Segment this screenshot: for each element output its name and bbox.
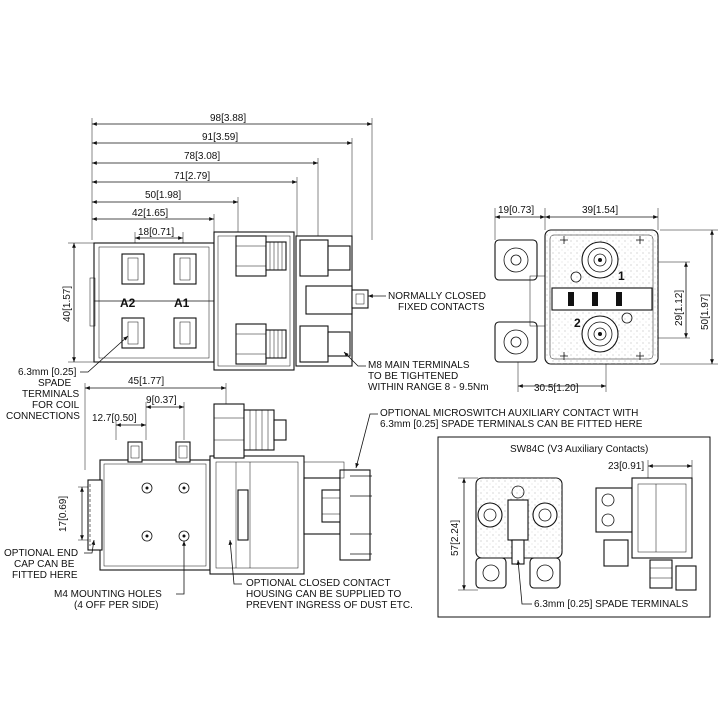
inset-sw84c: SW84C (V3 Auxiliary Contacts) 57[2.24] 2… bbox=[437, 436, 711, 618]
side-view-notes: OPTIONAL MICROSWITCH AUXILIARY CONTACT W… bbox=[4, 408, 643, 611]
dim-91: 91[3.59] bbox=[202, 132, 238, 143]
note-end-cap: OPTIONAL END CAP CAN BE FITTED HERE bbox=[4, 548, 81, 581]
dim-19: 19[0.73] bbox=[498, 205, 534, 216]
dim-71: 71[2.79] bbox=[174, 171, 210, 182]
note-m8-terminals: M8 MAIN TERMINALS TO BE TIGHTENED WITHIN… bbox=[368, 360, 489, 393]
dim-57: 57[2.24] bbox=[450, 520, 461, 556]
coil-label-a2: A2 bbox=[120, 296, 136, 310]
dim-29: 29[1.12] bbox=[674, 290, 685, 326]
dim-17: 17[0.69] bbox=[58, 496, 69, 532]
note-normally-closed: NORMALLY CLOSED FIXED CONTACTS bbox=[388, 291, 489, 313]
side-view-dimensions: 45[1.77] 9[0.37] 12.7[0.50] 17[0.69] bbox=[58, 376, 227, 541]
dim-23: 23[0.91] bbox=[608, 461, 644, 472]
coil-label-a1: A1 bbox=[174, 296, 190, 310]
dim-12-7: 12.7[0.50] bbox=[92, 413, 137, 424]
top-view-notes: 6.3mm [0.25] SPADE TERMINALS FOR COIL CO… bbox=[6, 291, 489, 422]
terminal-number-1: 1 bbox=[618, 269, 625, 283]
relay-top-view: A2 A1 bbox=[89, 231, 369, 371]
dim-9: 9[0.37] bbox=[146, 395, 177, 406]
relay-end-view: 1 2 bbox=[494, 229, 659, 365]
note-m4-holes: M4 MOUNTING HOLES (4 OFF PER SIDE) bbox=[54, 589, 165, 611]
dim-39: 39[1.54] bbox=[582, 205, 618, 216]
dim-50-end: 50[1.97] bbox=[700, 294, 711, 330]
dim-18: 18[0.71] bbox=[138, 227, 174, 238]
inset-title: SW84C (V3 Auxiliary Contacts) bbox=[510, 444, 648, 455]
note-microswitch: OPTIONAL MICROSWITCH AUXILIARY CONTACT W… bbox=[380, 408, 643, 430]
note-closed-housing: OPTIONAL CLOSED CONTACT HOUSING CAN BE S… bbox=[246, 578, 413, 611]
note-spade-coil: 6.3mm [0.25] SPADE TERMINALS FOR COIL CO… bbox=[6, 367, 82, 422]
end-view-dimensions: 19[0.73] 39[1.54] 29[1.12] 50[1.97] 30.5… bbox=[494, 205, 718, 394]
dim-30-5: 30.5[1.20] bbox=[534, 383, 579, 394]
dim-78: 78[3.08] bbox=[184, 151, 220, 162]
relay-side-view bbox=[87, 403, 372, 575]
inset-spade-note: 6.3mm [0.25] SPADE TERMINALS bbox=[534, 599, 688, 610]
top-view-dimensions: 98[3.88] 91[3.59] 78[3.08] 71[2.79] 50[1… bbox=[62, 113, 373, 363]
dim-40: 40[1.57] bbox=[62, 286, 73, 322]
dim-98: 98[3.88] bbox=[210, 113, 246, 124]
dim-50: 50[1.98] bbox=[145, 190, 181, 201]
dim-45: 45[1.77] bbox=[128, 376, 164, 387]
terminal-number-2: 2 bbox=[574, 316, 581, 330]
dim-42: 42[1.65] bbox=[132, 208, 168, 219]
